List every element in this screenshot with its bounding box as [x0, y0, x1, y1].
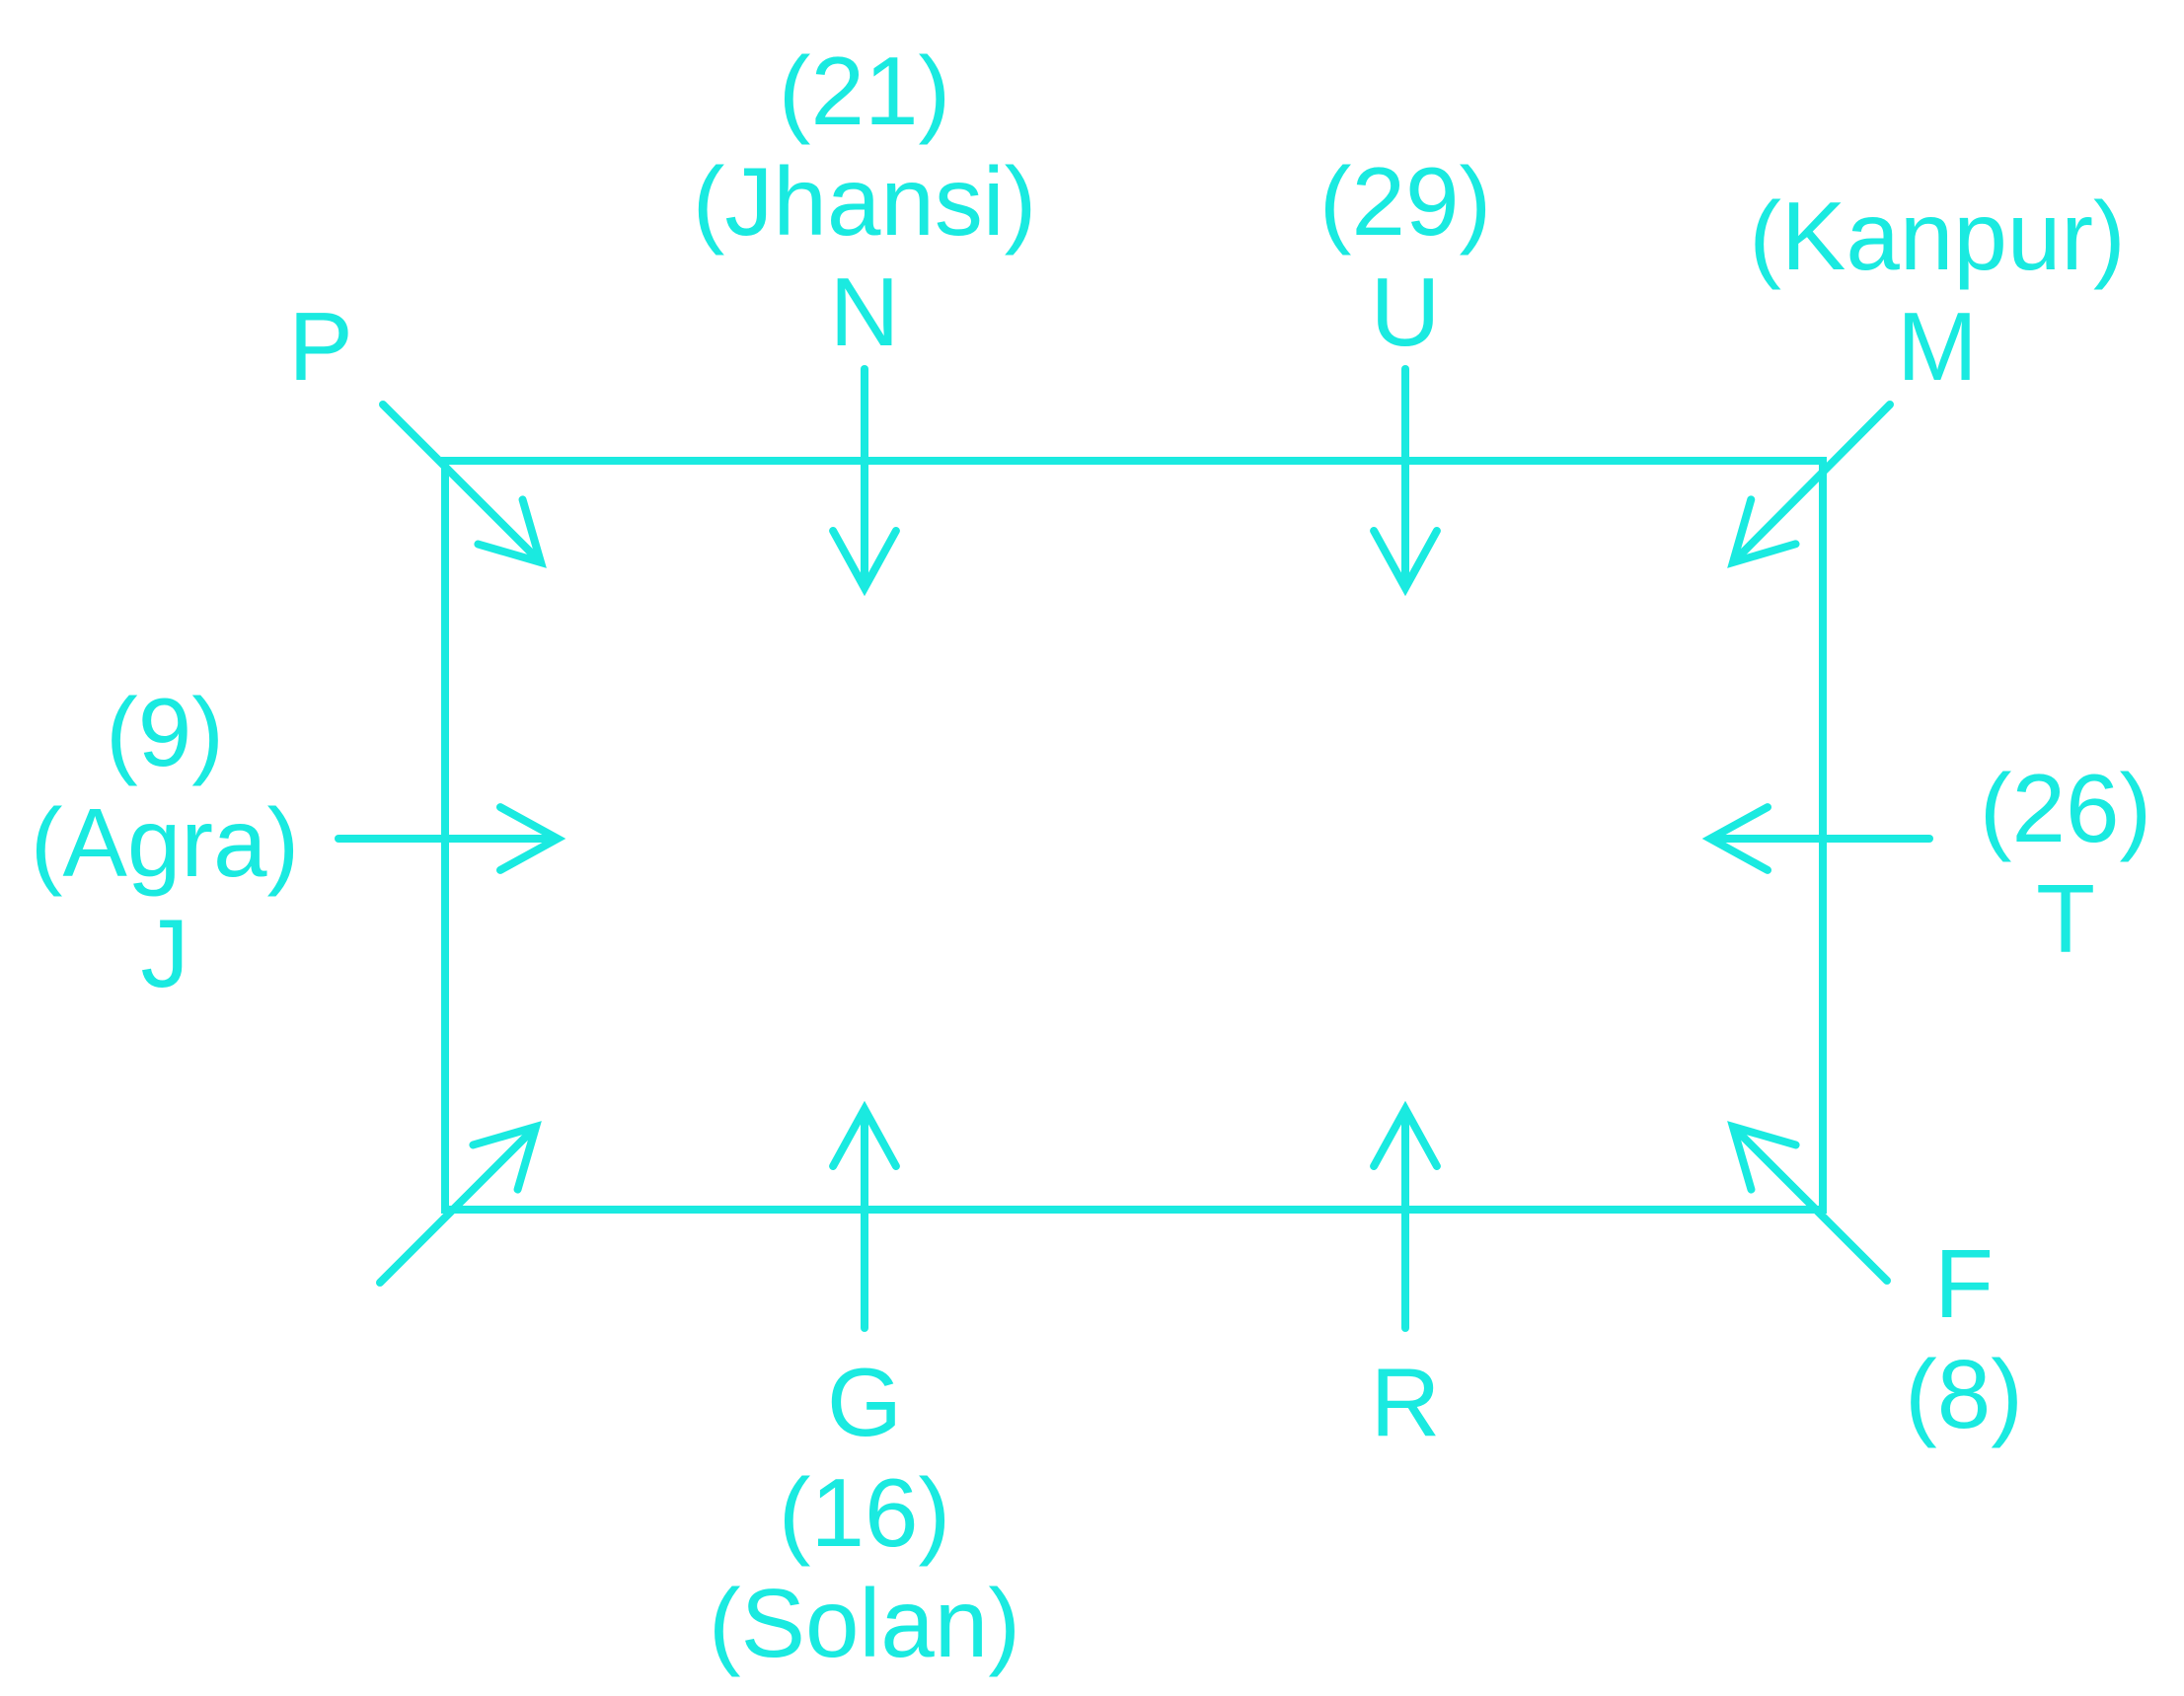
- label-letter-p: P: [288, 292, 352, 401]
- arrow-head-r: [1370, 1100, 1441, 1170]
- arrow-shaft-m: [1731, 401, 1894, 564]
- label-number-j: (9): [106, 678, 224, 786]
- arrow-head-g: [829, 1100, 900, 1170]
- arrow-head-n: [829, 527, 900, 597]
- label-letter-r: R: [1371, 1348, 1441, 1456]
- label-city-m: (Kanpur): [1749, 182, 2125, 290]
- label-city-j: (Agra): [31, 788, 299, 897]
- arrow-head-m: [1727, 495, 1800, 568]
- arrow-shaft-bl: [376, 1125, 538, 1287]
- arrow-head-bl: [469, 1121, 542, 1194]
- label-city-n: (Jhansi): [693, 147, 1037, 256]
- label-city-g: (Solan): [709, 1569, 1020, 1677]
- arrow-shaft-f: [1731, 1125, 1891, 1285]
- label-letter-j: J: [141, 899, 189, 1007]
- label-letter-f: F: [1934, 1229, 1994, 1338]
- label-number-u: (29): [1319, 147, 1491, 256]
- arrow-head-f: [1727, 1121, 1800, 1194]
- label-letter-g: G: [827, 1348, 902, 1456]
- arrow-shaft-p: [379, 401, 543, 564]
- label-letter-m: M: [1897, 292, 1978, 401]
- label-letter-t: T: [2036, 864, 2095, 973]
- label-number-t: (26): [1980, 754, 2151, 862]
- arrow-head-p: [474, 495, 547, 568]
- label-number-g: (16): [779, 1458, 950, 1567]
- arrow-head-j: [496, 803, 566, 874]
- label-letter-n: N: [830, 258, 900, 366]
- label-number-f: (8): [1905, 1340, 2023, 1448]
- table-rectangle: [441, 457, 1827, 1214]
- arrow-head-t: [1701, 803, 1771, 874]
- arrow-head-u: [1370, 527, 1441, 597]
- label-letter-u: U: [1371, 258, 1441, 366]
- label-number-n: (21): [779, 37, 950, 145]
